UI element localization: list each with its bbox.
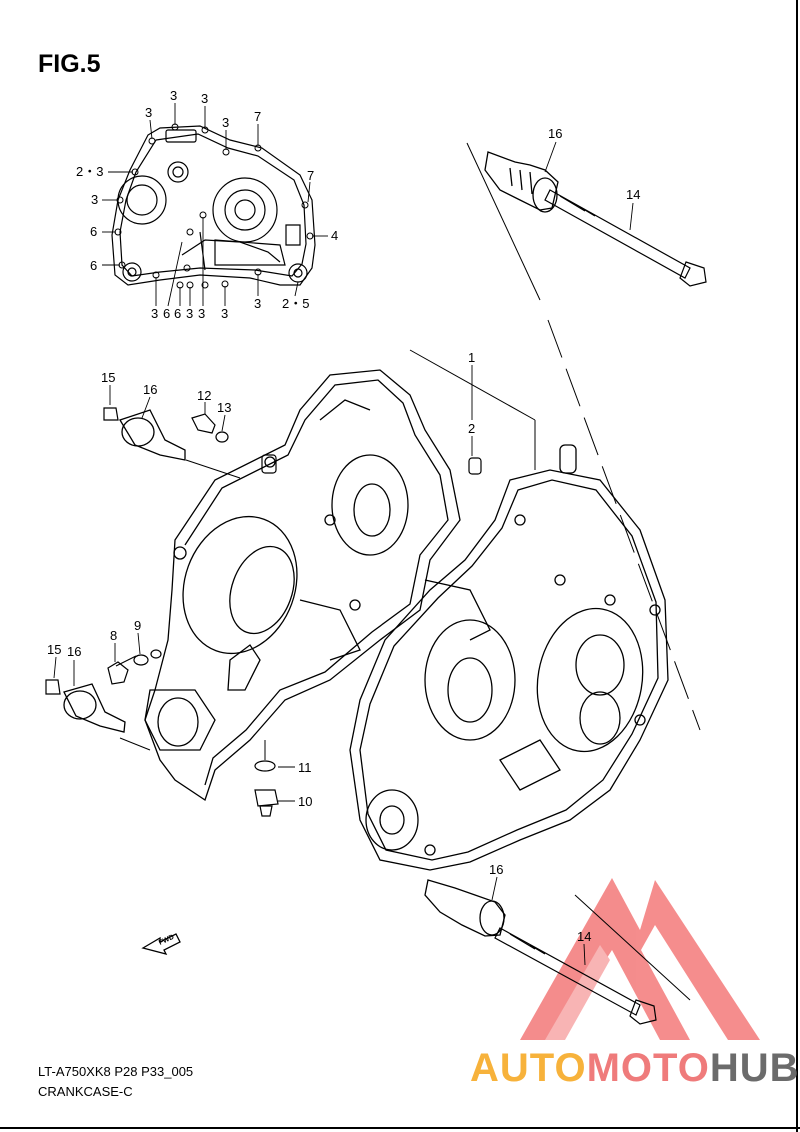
watermark-part-hub: HUB	[709, 1046, 800, 1090]
washer-13	[215, 431, 229, 443]
crankcase-right-half	[349, 444, 669, 871]
section-name: CRANKCASE-C	[38, 1084, 133, 1099]
callout-label: 3	[186, 306, 193, 321]
callout-label: 7	[254, 109, 261, 124]
bolt-14-bottom	[494, 927, 657, 1025]
callout-label: 16	[489, 862, 503, 877]
bolt-8	[107, 655, 137, 685]
sensor-16-upper	[119, 409, 186, 461]
callout-label: 10	[298, 794, 312, 809]
callout-label: 6	[90, 258, 97, 273]
callout-label: 3	[151, 306, 158, 321]
fwd-arrow-icon: FWD	[141, 933, 181, 955]
callout-label: 1	[468, 350, 475, 365]
bolt-15-lower	[45, 679, 61, 695]
frame-bottom-line	[0, 1127, 800, 1129]
callout-label: 2・3	[76, 164, 103, 179]
sensor-16-top	[484, 151, 559, 213]
callout-label: 3	[221, 306, 228, 321]
callout-label: 3	[201, 91, 208, 106]
callout-label: 11	[298, 760, 312, 775]
callout-label: 6	[90, 224, 97, 239]
callout-label: 3	[222, 115, 229, 130]
watermark-part-moto: MOTO	[586, 1046, 710, 1090]
callout-label: 15	[101, 370, 115, 385]
callout-label: 3	[91, 192, 98, 207]
callout-label: 14	[577, 929, 591, 944]
callout-label: 13	[217, 400, 231, 415]
main-leaders	[53, 141, 634, 966]
callout-label: 16	[548, 126, 562, 141]
callout-label: 4	[331, 228, 338, 243]
main-callout-labels: 16 14 1 2 15 16 12 13 8 9 15 16 11 10 16…	[47, 126, 640, 944]
callout-label: 8	[110, 628, 117, 643]
sensor-16-bottom	[424, 879, 506, 937]
model-code: LT-A750XK8 P28 P33_005	[38, 1064, 194, 1079]
sensor-16-lower	[63, 683, 126, 733]
dowel-pins	[261, 454, 482, 475]
watermark-text: AUTOMOTOHUB	[470, 1046, 800, 1091]
inset-view	[102, 103, 328, 307]
watermark-part-auto: AUTO	[470, 1046, 587, 1090]
callout-label: 12	[197, 388, 211, 403]
callout-label: 3	[254, 296, 261, 311]
crankcase-left-half	[144, 369, 461, 802]
washer-11	[254, 760, 276, 772]
plug-10	[254, 789, 279, 817]
figure-title: FIG.5	[38, 50, 101, 78]
callout-label: 6	[174, 306, 181, 321]
callout-label: 14	[626, 187, 640, 202]
callout-label: 2	[468, 421, 475, 436]
inset-callout-labels: 3 3 3 3 7 2・3 7 3 6 4 6 3 6 6 3 3 3 3 2・…	[76, 88, 338, 321]
callout-label: 3	[145, 105, 152, 120]
bolt-15-upper	[103, 407, 119, 421]
watermark-logo	[520, 878, 760, 1040]
bolt-12	[191, 413, 216, 434]
callout-label: 7	[307, 168, 314, 183]
callout-label: 16	[67, 644, 81, 659]
washer-9	[133, 649, 162, 666]
callout-label: 9	[134, 618, 141, 633]
frame-right-line	[796, 0, 798, 1132]
callout-label: 3	[198, 306, 205, 321]
assembly-guide-lines	[119, 142, 701, 1001]
callout-label: 15	[47, 642, 61, 657]
bolt-14-top	[544, 189, 707, 287]
callout-label: 2・5	[282, 296, 309, 311]
callout-label: 16	[143, 382, 157, 397]
callout-label: 6	[163, 306, 170, 321]
callout-label: 3	[170, 88, 177, 103]
